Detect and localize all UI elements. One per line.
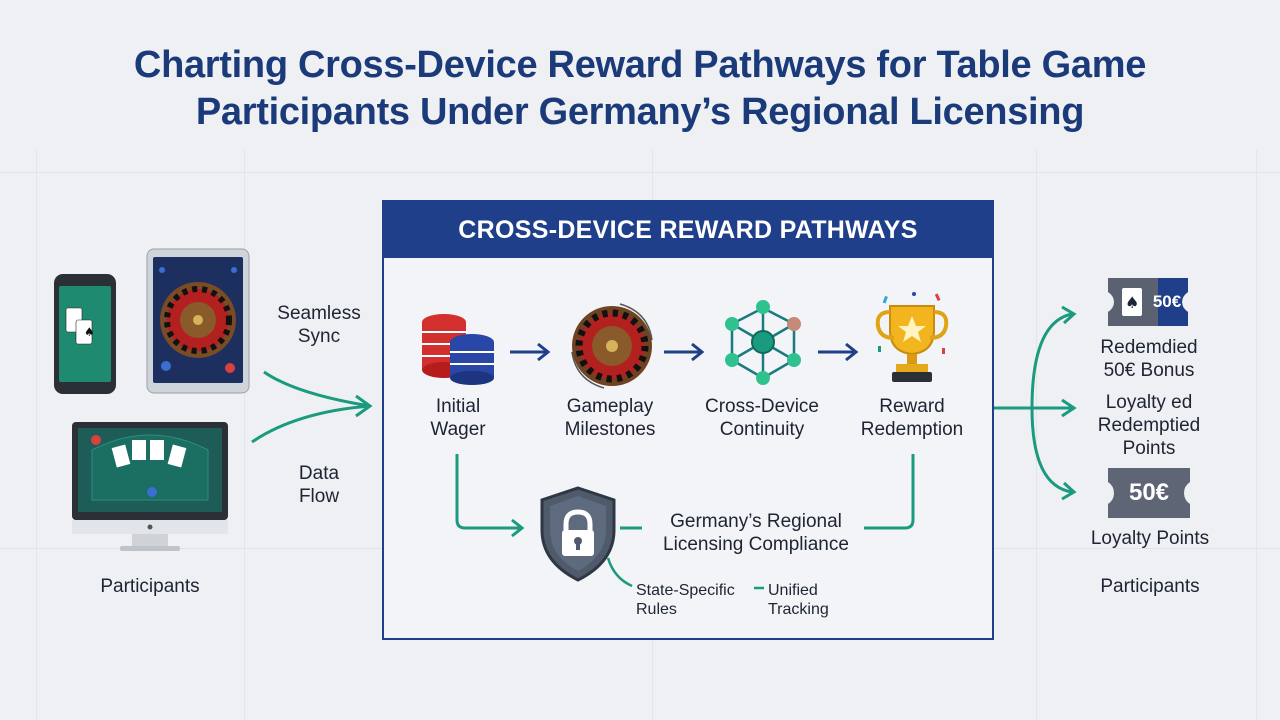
bonus-ticket: ♠ 50€ <box>1104 276 1192 328</box>
step-label-reward-redemption: Reward Redemption <box>848 395 976 441</box>
compliance-connector <box>455 454 915 538</box>
ticket-shape: ♠ <box>1108 278 1188 326</box>
step-label-line: Redemption <box>860 419 964 440</box>
ticket-value: 50€ <box>1152 292 1182 311</box>
sub-connector <box>606 557 764 590</box>
grid-line <box>36 150 37 720</box>
grid-line <box>244 150 245 720</box>
step-label-gameplay-milestones: Gameplay Milestones <box>548 395 672 441</box>
loyalty-points-ticket: 50€ <box>1104 466 1194 520</box>
sub-label-line: Rules <box>636 601 677 618</box>
bonus-label-line: Redemdied <box>1100 337 1198 358</box>
reward-pathways-panel: CROSS-DEVICE REWARD PATHWAYS <box>382 200 994 640</box>
data-flow-label: Data Flow <box>262 462 376 508</box>
step-label-line: Continuity <box>719 419 805 440</box>
sub-label-line: Tracking <box>768 601 829 618</box>
loyalty-label-line: Loyalty ed <box>1105 392 1193 413</box>
participants-left-label: Participants <box>100 576 200 597</box>
svg-text:♠: ♠ <box>84 325 95 339</box>
step-label-line: Gameplay <box>566 396 654 417</box>
step-label-line: Initial <box>435 396 481 417</box>
diverging-arrows <box>994 305 1077 501</box>
bonus-label: Redemdied 50€ Bonus <box>1082 336 1216 382</box>
roulette-wheel-icon <box>571 303 653 389</box>
grid-line <box>1256 150 1257 720</box>
step-label-line: Cross-Device <box>704 396 820 417</box>
compliance-label-line: Licensing Compliance <box>663 534 849 555</box>
compliance-label: Germany’s Regional Licensing Compliance <box>636 510 876 556</box>
tablet-icon <box>146 248 250 394</box>
shield-lock-icon <box>540 486 616 582</box>
svg-text:♠: ♠ <box>1125 293 1139 312</box>
sync-label-line: Seamless <box>277 303 361 324</box>
poker-chips-icon <box>422 314 494 385</box>
step-label-cross-device-continuity: Cross-Device Continuity <box>690 395 834 441</box>
ticket-shape <box>1108 468 1190 518</box>
unified-tracking-label: Unified Tracking <box>768 581 868 619</box>
bonus-label-line: 50€ Bonus <box>1103 360 1195 381</box>
compliance-label-line: Germany’s Regional <box>670 511 842 532</box>
title-line-2: Participants Under Germany’s Regional Li… <box>195 91 1085 133</box>
panel-header: CROSS-DEVICE REWARD PATHWAYS <box>384 202 992 258</box>
loyalty-label-line: Points <box>1122 438 1176 459</box>
flow-label-line: Flow <box>298 486 340 507</box>
desktop-monitor-icon <box>72 422 228 551</box>
step-label-initial-wager: Initial Wager <box>408 395 508 441</box>
sub-label-line: Unified <box>768 582 818 599</box>
step-label-line: Milestones <box>564 419 656 440</box>
ticket-value: 50€ <box>1128 479 1170 506</box>
flow-label-line: Data <box>298 463 340 484</box>
grid-line <box>0 172 1280 173</box>
network-nodes-icon <box>725 300 801 385</box>
step-label-line: Reward <box>879 396 945 417</box>
loyalty-label-line: Redemptied <box>1097 415 1201 436</box>
grid-line <box>1036 150 1037 720</box>
sub-label-line: State-Specific <box>636 582 735 599</box>
converging-arrows <box>251 370 373 444</box>
page-title: Charting Cross-Device Reward Pathways fo… <box>0 42 1280 136</box>
participants-right-label: Participants <box>1100 576 1200 597</box>
state-specific-rules-label: State-Specific Rules <box>636 581 760 619</box>
arrow-right-icon <box>510 342 551 362</box>
loyalty-redeemed-label: Loyalty ed Redemptied Points <box>1076 391 1222 460</box>
sync-label-line: Sync <box>297 326 341 347</box>
arrow-right-icon <box>664 342 705 362</box>
trophy-icon <box>875 292 949 382</box>
title-line-1: Charting Cross-Device Reward Pathways fo… <box>133 44 1147 86</box>
loyalty-points-label: Loyalty Points <box>1090 528 1210 549</box>
smartphone-icon: ♠ <box>54 274 116 394</box>
arrow-right-icon <box>818 342 859 362</box>
step-label-line: Wager <box>430 419 486 440</box>
seamless-sync-label: Seamless Sync <box>260 302 378 348</box>
